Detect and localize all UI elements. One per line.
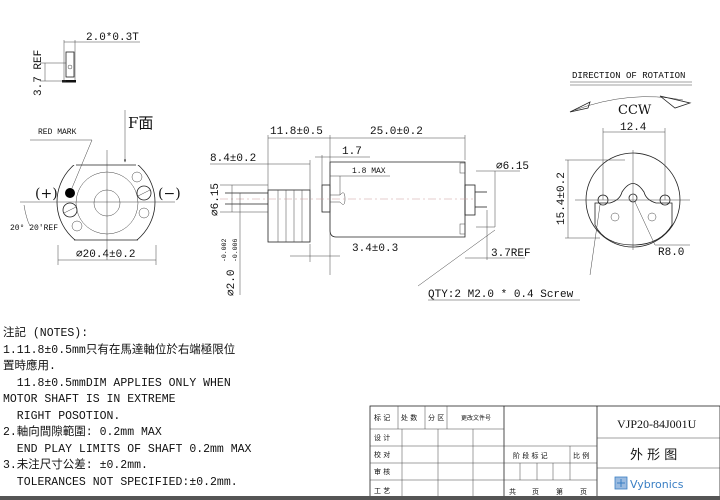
dim-1-7: 1.7 (342, 146, 362, 158)
tb-row-check: 校 对 (374, 450, 390, 459)
dim-gear: 8.4±0.2 (210, 153, 256, 165)
rear-view: DIRECTION OF ROTATION CCW 12.4 15.4±0.2 … (556, 71, 692, 276)
tb-sheet: 第 (556, 487, 563, 496)
notes-section: 注記 (NOTES): 1.11.8±0.5mm只有在馬達軸位於右端極限位置時應用… (3, 326, 251, 491)
tb-total: 共 (509, 487, 516, 496)
rotation-title: DIRECTION OF ROTATION (572, 71, 685, 81)
note-line: TOLERANCES NOT SPECIFIED:±0.2mm. (3, 475, 238, 489)
end-view: F面 RED MARK (+) (−) 20° 20'REF ⌀20.4±0.2 (10, 110, 181, 265)
minus-terminal-label: (−) (158, 186, 181, 202)
company-name: Vybronics (630, 478, 684, 491)
tb-row-design: 设 计 (374, 433, 390, 442)
plus-terminal-label: (+) (35, 186, 58, 202)
tb-stage-mark: 阶 段 标 记 (513, 451, 548, 460)
note-line: 2.軸向間隙範圍: 0.2mm MAX (3, 426, 162, 439)
tb-scale: 比 例 (573, 451, 589, 460)
tb-header-count: 处 数 (401, 413, 417, 422)
dim-body-length: 25.0±0.2 (370, 126, 423, 138)
radius-label: R8.0 (658, 247, 684, 259)
rotation-direction: CCW (618, 103, 652, 118)
dim-height: 15.4±0.2 (556, 172, 568, 225)
dim-shaft-length: 11.8±0.5 (270, 126, 323, 138)
dim-shaft-dia: ⌀2.0 (226, 270, 238, 296)
dim-3-4: 3.4±0.3 (352, 243, 398, 255)
terminal-size-label: 2.0*0.3T (86, 32, 139, 44)
dim-1-8-max: 1.8 MAX (352, 167, 386, 176)
vybronics-logo: Vybronics (614, 476, 684, 491)
tb-row-process: 工 艺 (374, 487, 390, 495)
note-line: 1.11.8±0.5mm只有在馬達軸位於右端極限位 (3, 343, 236, 357)
red-mark-label: RED MARK (38, 128, 77, 137)
tb-row-review: 审 核 (374, 467, 390, 476)
end-diameter-label: ⌀20.4±0.2 (76, 249, 135, 261)
terminal-detail: 2.0*0.3T 3.7 REF (33, 32, 140, 96)
drawing-title: 外 形 图 (630, 448, 677, 463)
note-line: 11.8±0.5mmDIM APPLIES ONLY WHEN (3, 376, 231, 390)
tb-header-mark: 标 记 (374, 413, 390, 422)
tb-page2: 页 (580, 488, 587, 496)
dim-dia-left: ⌀6.15 (210, 183, 222, 216)
red-mark-dot (65, 188, 75, 198)
dim-3-7ref: 3.7REF (491, 248, 531, 260)
note-line: MOTOR SHAFT IS IN EXTREME (3, 393, 176, 406)
bottom-border (0, 496, 720, 500)
note-line: RIGHT POSOTION. (3, 409, 121, 423)
face-label: F面 (128, 114, 153, 132)
tb-header-change-doc: 更改文件号 (461, 414, 491, 422)
title-block: 标 记 处 数 分 区 更改文件号 设 计 校 对 审 核 工 艺 阶 段 标 … (369, 405, 720, 500)
note-line: END PLAY LIMITS OF SHAFT 0.2mm MAX (3, 442, 252, 456)
dim-pin-spacing: 12.4 (620, 122, 647, 134)
part-number: VJP20-84J001U (617, 417, 697, 431)
dim-shaft-tol-lower: -0.006 (232, 238, 239, 262)
tb-page: 页 (532, 488, 539, 496)
screw-note: QTY:2 M2.0 * 0.4 Screw (428, 289, 574, 301)
note-line: 3.未注尺寸公差: ±0.2mm. (3, 459, 148, 472)
dim-shaft-tol-upper: -0.002 (221, 238, 228, 262)
angle-label: 20° 20'REF (10, 224, 58, 233)
notes-title: 注記 (NOTES): (3, 327, 89, 340)
terminal-height-label: 3.7 REF (33, 50, 45, 96)
tb-header-zone: 分 区 (428, 413, 444, 422)
note-line: 置時應用. (3, 360, 56, 373)
side-view: 11.8±0.5 25.0±0.2 8.4±0.2 1.7 1.8 MAX ⌀6… (210, 126, 580, 301)
dim-dia-right: ⌀6.15 (496, 161, 529, 173)
